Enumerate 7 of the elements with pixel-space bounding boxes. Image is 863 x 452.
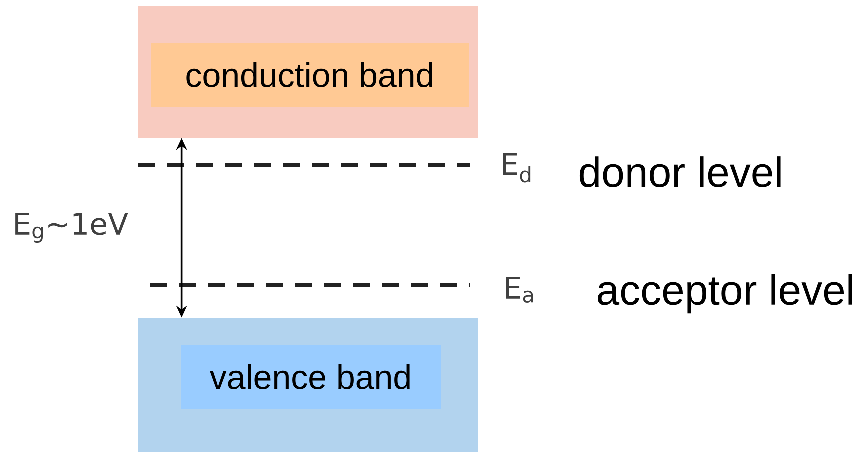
- level-name: acceptor level: [598, 274, 852, 314]
- band-label-box: valence band: [181, 345, 441, 409]
- edge-label: E$_{g}$~1eV: [12, 212, 130, 244]
- level-symbol: E$_{d}$: [503, 153, 531, 183]
- level-name: donor level: [580, 156, 781, 188]
- level-symbol: E$_{a}$: [506, 277, 534, 303]
- band-label-box: conduction band: [151, 43, 469, 107]
